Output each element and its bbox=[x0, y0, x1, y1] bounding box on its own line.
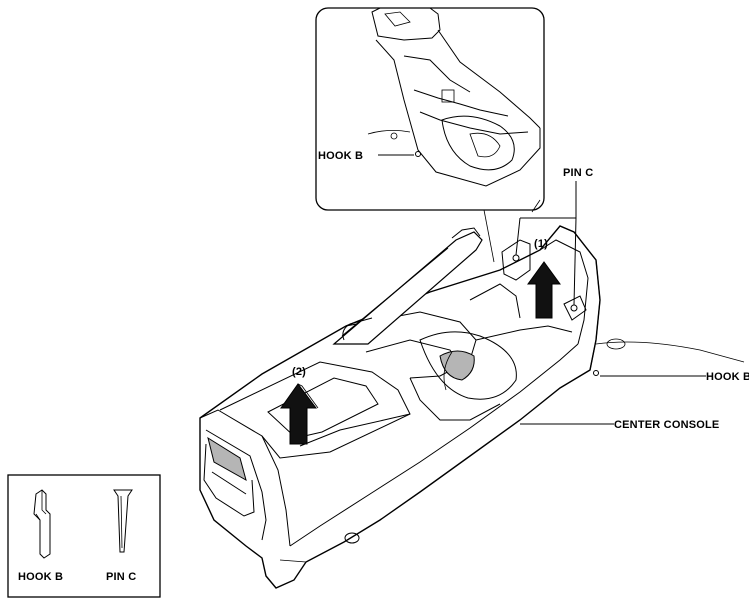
cable-channel bbox=[469, 283, 521, 319]
legend-box: HOOK B PIN C bbox=[7, 474, 161, 598]
console-body-outline bbox=[199, 225, 601, 589]
step-1-label: (1) bbox=[534, 238, 548, 250]
cable-line bbox=[443, 351, 453, 391]
inset-inner-rim bbox=[403, 55, 471, 93]
hook-b-point bbox=[593, 370, 599, 376]
side-bolt-hole bbox=[344, 532, 360, 544]
floor-hole-right bbox=[606, 338, 626, 350]
floor-line-right bbox=[595, 341, 745, 363]
inset-ledge bbox=[413, 89, 509, 117]
front-tray-rim bbox=[219, 361, 411, 459]
legend-pin-label: PIN C bbox=[106, 571, 136, 583]
console-front-face bbox=[199, 409, 291, 547]
handbrake-boot bbox=[342, 317, 373, 341]
pin-c-hole-right bbox=[570, 304, 578, 312]
console-side-corner bbox=[559, 369, 591, 389]
base-edge bbox=[279, 559, 307, 563]
inset-console-left-wall bbox=[375, 39, 541, 187]
front-storage-slot bbox=[207, 436, 247, 482]
inset-pin-block bbox=[441, 89, 455, 103]
brake-mechanism-shadow bbox=[439, 350, 475, 381]
hook-b-callout: HOOK B bbox=[593, 370, 749, 383]
center-console-label: CENTER CONSOLE bbox=[614, 419, 719, 431]
legend-hook-label: HOOK B bbox=[18, 571, 63, 583]
lift-arrow-1: (1) bbox=[527, 238, 561, 319]
inset-connector-right bbox=[531, 199, 541, 213]
console-rear-edge bbox=[559, 225, 601, 371]
inset-floor-curve bbox=[367, 130, 411, 135]
rear-well-floor bbox=[475, 325, 573, 341]
rear-bracket-left bbox=[501, 239, 531, 281]
console-front-inner bbox=[205, 429, 267, 541]
rear-bracket-right bbox=[563, 295, 587, 321]
inset-brake-mechanism bbox=[441, 115, 515, 171]
handbrake-grip-tip bbox=[451, 227, 481, 239]
handbrake-lever bbox=[332, 231, 483, 345]
inset-hook-b-label: HOOK B bbox=[318, 150, 363, 162]
pin-c-callout: PIN C bbox=[515, 167, 593, 306]
front-pocket-outline bbox=[203, 443, 255, 517]
cupholder-wall bbox=[409, 377, 501, 421]
arrow-2-highlight bbox=[297, 383, 319, 409]
inset-hook-b-point bbox=[415, 151, 421, 157]
pin-c-hole-left bbox=[512, 254, 520, 262]
hook-b-label: HOOK B bbox=[706, 371, 749, 383]
console-rear-inner bbox=[539, 239, 589, 345]
inset-connector-left bbox=[483, 209, 495, 263]
brake-mechanism bbox=[419, 331, 517, 400]
arrow-1-shape bbox=[527, 261, 561, 319]
pin-c-leader-right bbox=[573, 217, 577, 306]
inset-console-top-edge bbox=[437, 29, 541, 129]
center-console bbox=[199, 225, 745, 589]
front-tray-lip bbox=[299, 413, 411, 447]
front-pocket-divider bbox=[211, 471, 247, 495]
lift-arrow-2: (2) bbox=[280, 366, 319, 445]
console-side-top-edge bbox=[289, 343, 579, 547]
inset-floor-edge bbox=[419, 111, 529, 135]
legend-frame bbox=[7, 474, 161, 598]
inset-floor-hole bbox=[390, 132, 398, 140]
arrow-2-shape bbox=[280, 383, 317, 445]
step-2-label: (2) bbox=[292, 366, 306, 378]
pin-symbol-icon bbox=[113, 489, 133, 553]
center-console-callout: CENTER CONSOLE bbox=[520, 419, 719, 431]
pin-c-label: PIN C bbox=[563, 167, 593, 179]
pin-c-leader-left bbox=[515, 217, 521, 256]
inset-brake-detail bbox=[469, 132, 501, 158]
detail-inset: HOOK B bbox=[315, 7, 545, 211]
inset-shifter-detail bbox=[384, 11, 411, 27]
inset-shifter-top bbox=[371, 7, 441, 41]
hook-symbol-icon bbox=[33, 489, 51, 559]
